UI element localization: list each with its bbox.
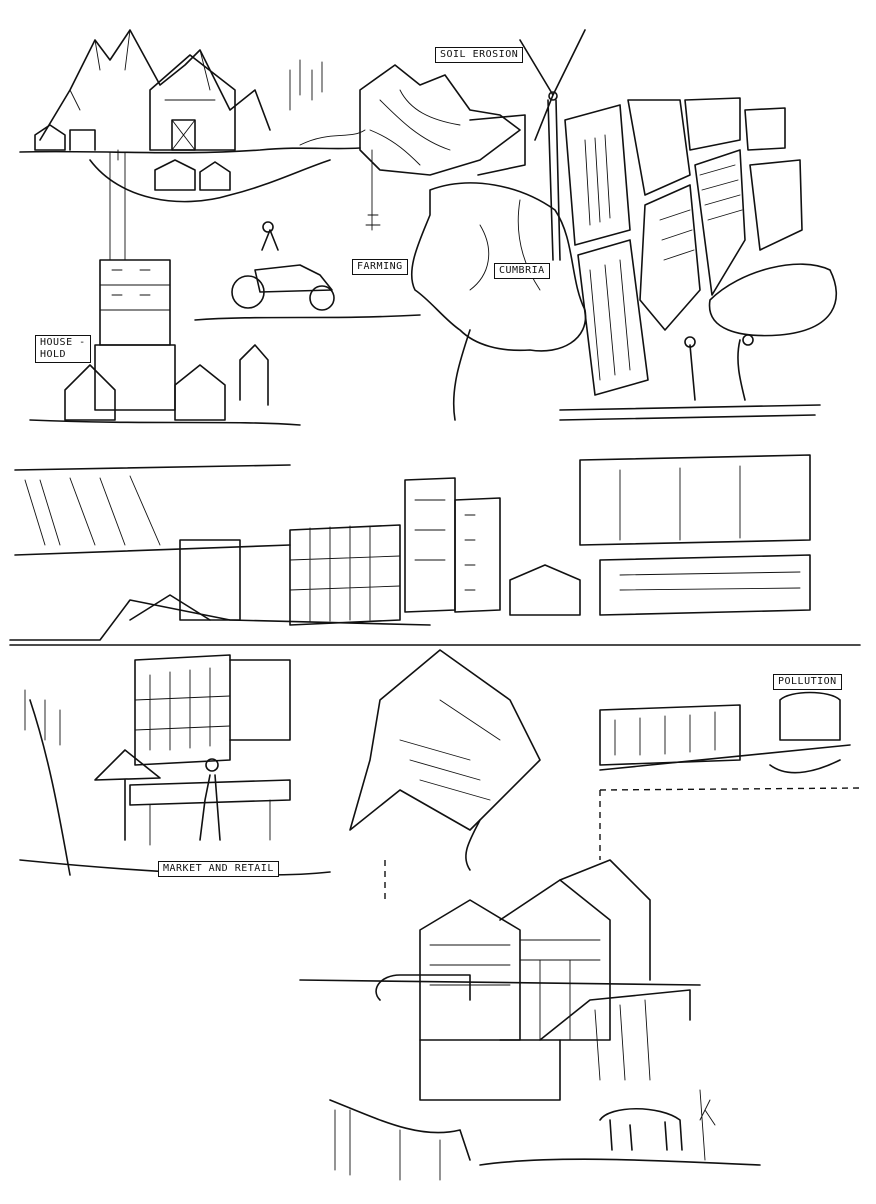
cumbria-label: CUMBRIA (494, 263, 550, 279)
cumbria-map (410, 182, 587, 421)
wind-turbine (519, 29, 586, 261)
market-retail-scene (19, 654, 331, 876)
pollution-label: POLLUTION (773, 674, 842, 690)
household-label: HOUSE - HOLD (35, 335, 91, 363)
city-buildings (9, 477, 861, 646)
household-tower (29, 259, 301, 426)
soil-erosion-scene (359, 64, 526, 231)
farming-tractor (194, 221, 421, 321)
dashed-connectors (384, 787, 861, 900)
market-and-retail-label: MARKET AND RETAIL (158, 861, 279, 877)
crop-fields (564, 97, 838, 396)
aerial-plot (349, 649, 541, 871)
food-storage-section (559, 334, 821, 616)
terrace-fields (9, 464, 431, 641)
mountain-barn-scene (19, 29, 366, 261)
farming-label: FARMING (352, 259, 408, 275)
food-hub-building (299, 859, 761, 1181)
pollution-factory (599, 691, 851, 774)
soil-erosion-label: SOIL EROSION (435, 47, 524, 63)
